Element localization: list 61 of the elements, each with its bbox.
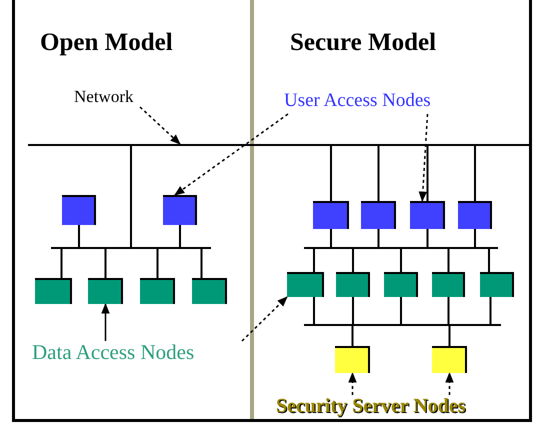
connection-line	[448, 297, 450, 324]
network-bus-line	[304, 247, 498, 249]
connection-line	[426, 146, 428, 201]
callout-label: Data Access Nodes	[32, 342, 194, 363]
connection-line	[313, 297, 315, 324]
leader-line	[241, 296, 288, 342]
connection-line	[400, 297, 402, 324]
node-square	[62, 195, 96, 225]
connection-line	[400, 249, 402, 272]
node-square	[384, 272, 418, 297]
node-square	[163, 195, 197, 225]
node-square	[336, 272, 370, 297]
connection-line	[378, 146, 380, 201]
connection-line	[330, 229, 332, 247]
callout-label: User Access Nodes	[284, 91, 431, 110]
leader-line	[140, 106, 181, 145]
connection-line	[474, 229, 476, 247]
connection-line	[378, 229, 380, 247]
leader-line	[174, 113, 288, 196]
connection-line	[448, 249, 450, 272]
connection-line	[156, 249, 158, 278]
node-square	[458, 201, 492, 229]
network-bus-line	[304, 324, 501, 326]
connection-line	[352, 249, 354, 272]
connection-line	[200, 249, 202, 278]
connection-line	[352, 326, 354, 346]
node-square	[361, 201, 396, 229]
leader-line	[418, 114, 428, 202]
node-square	[432, 272, 465, 297]
node-square	[432, 346, 467, 373]
connection-line	[60, 249, 62, 278]
connection-line	[179, 225, 181, 247]
node-square	[192, 278, 227, 304]
node-square	[313, 201, 349, 229]
connection-line	[104, 249, 106, 278]
node-square	[287, 272, 324, 297]
connection-line	[313, 249, 315, 272]
connection-line	[488, 249, 490, 272]
node-square	[480, 272, 514, 297]
connection-line	[426, 229, 428, 247]
panel-heading: Open Model	[40, 30, 173, 55]
node-square	[335, 346, 370, 373]
leader-line	[348, 372, 357, 395]
network-bus-line	[28, 144, 530, 146]
connection-line	[130, 146, 132, 247]
connection-line	[448, 326, 450, 346]
leader-line	[445, 372, 454, 395]
node-square	[410, 201, 445, 229]
connection-line	[474, 146, 476, 201]
node-square	[88, 278, 123, 304]
connection-line	[352, 297, 354, 324]
node-square	[35, 278, 72, 304]
callout-label: Network	[74, 88, 134, 105]
node-square	[140, 278, 175, 304]
connection-line	[78, 225, 80, 247]
network-bus-line	[51, 247, 211, 249]
connection-line	[330, 146, 332, 201]
panel-heading: Secure Model	[290, 30, 436, 55]
callout-label: Security Server Nodes	[276, 396, 466, 416]
connection-line	[490, 297, 492, 324]
leader-line	[101, 302, 110, 341]
